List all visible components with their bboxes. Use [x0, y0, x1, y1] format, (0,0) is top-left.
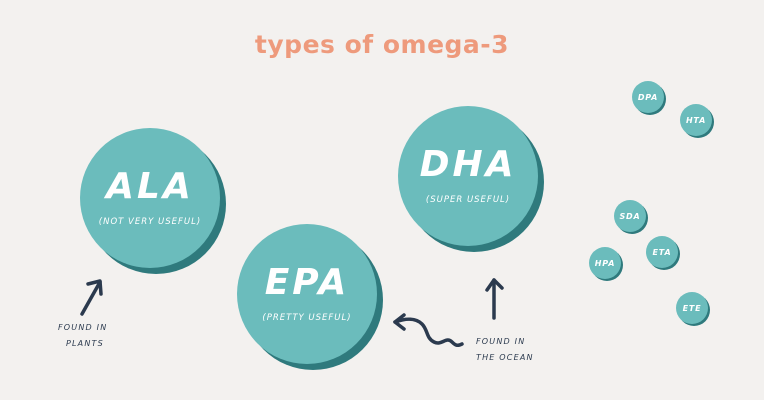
- arrow-up-right-icon: [80, 279, 103, 316]
- plants-note-line1: FOUND IN: [58, 323, 108, 332]
- hta-circle: HTA: [680, 104, 712, 136]
- ocean-note: FOUND IN THE OCEAN: [476, 334, 534, 366]
- dha-circle: DHA (SUPER USEFUL): [398, 106, 538, 246]
- ala-note: (NOT VERY USEFUL): [98, 217, 202, 227]
- squiggly-arrow-left-icon: [393, 313, 464, 348]
- plants-note: FOUND IN PLANTS: [58, 320, 107, 352]
- ocean-note-line1: FOUND IN: [476, 337, 526, 346]
- dha-label: DHA: [419, 144, 517, 185]
- hpa-circle: HPA: [589, 247, 621, 279]
- epa-label: EPA: [264, 262, 350, 303]
- sda-circle: SDA: [614, 200, 646, 232]
- ala-label: ALA: [106, 166, 194, 207]
- eta-circle: ETA: [646, 236, 678, 268]
- epa-circle: EPA (PRETTY USEFUL): [237, 224, 377, 364]
- plants-note-line2: PLANTS: [66, 339, 104, 348]
- diagram-title: types of omega-3: [254, 30, 510, 59]
- ete-circle: ETE: [676, 292, 708, 324]
- arrow-up-icon: [485, 278, 504, 320]
- epa-note: (PRETTY USEFUL): [262, 313, 352, 323]
- ocean-note-line2: THE OCEAN: [476, 353, 534, 362]
- dpa-circle: DPA: [632, 81, 664, 113]
- ala-circle: ALA (NOT VERY USEFUL): [80, 128, 220, 268]
- dha-note: (SUPER USEFUL): [425, 195, 511, 205]
